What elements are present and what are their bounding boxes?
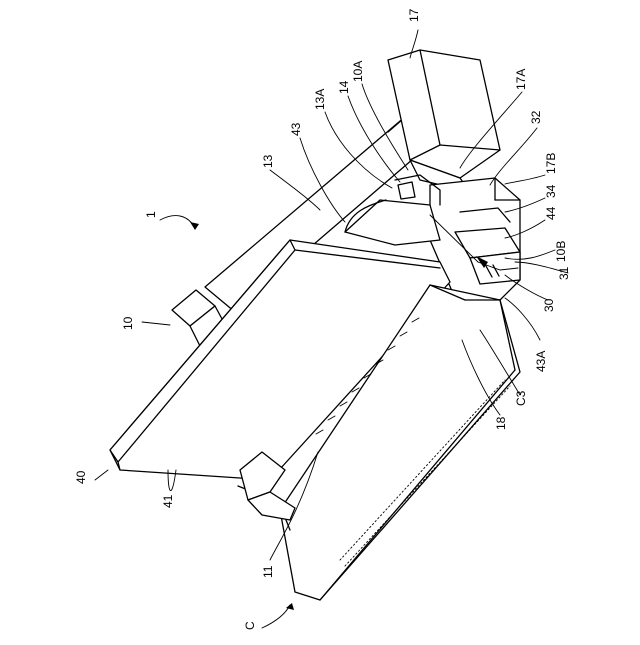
label-34: 34 [544, 184, 558, 198]
label-14: 14 [337, 80, 351, 94]
label-10: 10 [121, 316, 135, 330]
label-1: 1 [144, 211, 158, 218]
label-17B: 17B [544, 153, 558, 174]
label-18: 18 [494, 416, 508, 430]
label-13: 13 [261, 154, 275, 168]
label-30: 30 [542, 298, 556, 312]
label-31: 31 [557, 266, 571, 280]
label-10A: 10A [351, 61, 365, 82]
label-43A: 43A [534, 351, 548, 372]
block-17 [388, 50, 500, 192]
label-17A: 17A [514, 69, 528, 90]
label-40: 40 [74, 470, 88, 484]
label-11: 11 [261, 565, 275, 578]
label-C3: C3 [514, 390, 528, 406]
label-10B: 10B [554, 241, 568, 262]
label-43: 43 [289, 122, 303, 136]
label-13A: 13A [313, 89, 327, 110]
label-32: 32 [529, 110, 543, 124]
label-44: 44 [544, 206, 558, 220]
label-17: 17 [407, 8, 421, 22]
label-C: C [243, 621, 257, 630]
label-41: 41 [161, 494, 175, 508]
